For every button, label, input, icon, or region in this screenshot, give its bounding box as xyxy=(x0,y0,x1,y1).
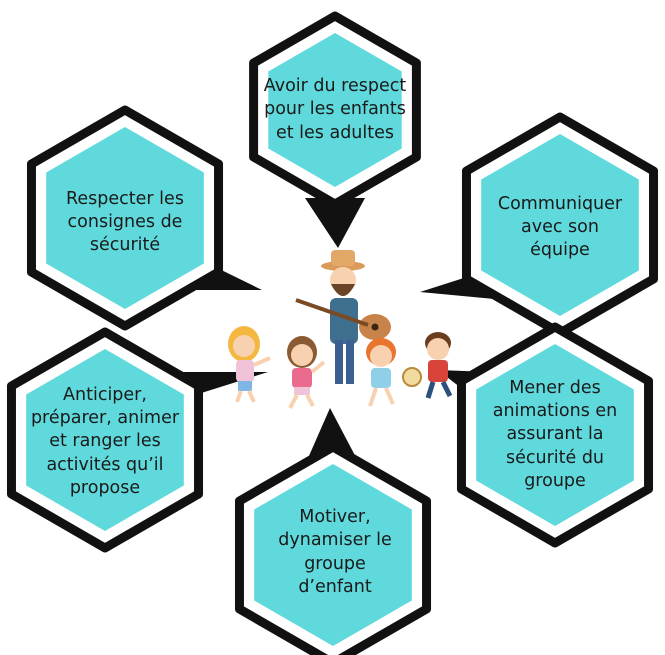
bubble-line: Mener des xyxy=(509,378,601,399)
bubble-line: propose xyxy=(69,477,141,498)
bubble-line: Motiver, xyxy=(299,507,371,528)
bubble-line: dynamiser le xyxy=(278,530,392,551)
child-blonde-figure xyxy=(228,326,271,403)
bubble-fill-anticiper xyxy=(26,349,184,531)
bubble-communiquer xyxy=(420,112,659,338)
bubble-line: préparer, animer xyxy=(30,408,180,429)
bubble-fill-respect xyxy=(268,33,402,187)
bubble-line: animations en xyxy=(492,401,618,422)
bubble-line: Avoir du respect xyxy=(263,76,407,97)
child-girl-figure xyxy=(287,336,326,409)
bubble-line: sécurité xyxy=(89,235,161,256)
bubble-animations xyxy=(438,322,654,548)
bubble-fill-communiquer xyxy=(481,134,639,316)
bubble-line: consignes de xyxy=(67,211,183,232)
bubble-motiver xyxy=(234,408,432,655)
child-boy-figure xyxy=(402,332,453,399)
child-redhead-figure xyxy=(366,338,396,407)
bubble-line: équipe xyxy=(530,240,590,261)
bubble-fill-securite xyxy=(46,127,204,309)
bubble-line: groupe xyxy=(304,553,366,574)
animator-and-children-illustration xyxy=(228,250,453,409)
bubble-fill-motiver xyxy=(254,464,412,646)
bubble-line: avec son xyxy=(521,216,599,237)
bubble-line: et les adultes xyxy=(275,122,394,143)
bubble-line: Anticiper, xyxy=(63,385,147,406)
bubble-tail-respect xyxy=(305,198,365,248)
bubble-line: assurant la xyxy=(506,424,604,445)
bubble-line: d’enfant xyxy=(298,576,372,597)
bubble-line: et ranger les xyxy=(49,431,161,452)
bubble-line: Communiquer xyxy=(497,193,623,214)
bubble-line: activités qu’il xyxy=(46,454,164,475)
bubble-line: groupe xyxy=(524,470,586,491)
bubble-line: sécurité du xyxy=(505,447,605,468)
bubble-securite xyxy=(26,105,262,331)
bubble-fill-animations xyxy=(476,344,634,526)
bubble-respect xyxy=(249,11,421,248)
bubble-line: pour les enfants xyxy=(264,99,406,120)
animator-figure xyxy=(295,250,391,384)
bubbles-layer xyxy=(6,11,659,655)
bubble-line: Respecter les xyxy=(66,188,184,209)
